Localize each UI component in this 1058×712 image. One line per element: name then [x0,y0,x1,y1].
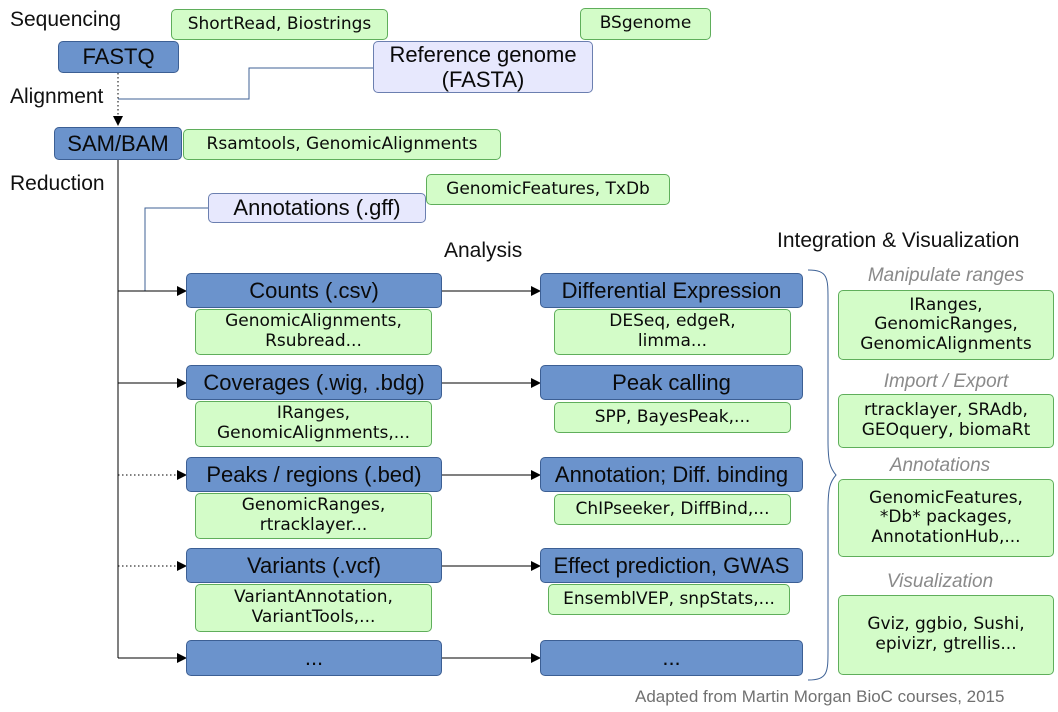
integration-brace [807,269,837,681]
reference-genome-node: Reference genome (FASTA) [373,41,593,93]
analysis-packages-differential-expression: DESeq, edgeR, limma... [554,309,791,355]
integration-packages-import-export: rtracklayer, SRAdb, GEOquery, biomaRt [838,394,1054,448]
reference-connector [118,67,374,100]
sambam-node: SAM/BAM [54,127,182,160]
stage-label-integration: Integration & Visualization [777,229,1020,252]
stage-label-sequencing: Sequencing [10,8,121,31]
credit-text: Adapted from Martin Morgan BioC courses,… [635,687,1005,706]
analysis-packages-annotation-diff-binding: ChIPseeker, DiffBind,... [554,494,791,525]
reduction-node-peaks: Peaks / regions (.bed) [186,457,442,492]
reduction-packages-peaks: GenomicRanges, rtracklayer... [195,493,432,539]
analysis-node-differential-expression: Differential Expression [540,273,803,308]
reduction-node-counts: Counts (.csv) [186,273,442,308]
analysis-node-more: ... [540,640,803,676]
annotations-connector [144,207,208,291]
stage-label-analysis: Analysis [444,239,523,262]
reduction-node-coverages: Coverages (.wig, .bdg) [186,365,442,400]
bsgenome-packages: BSgenome [580,8,711,40]
genomicfeatures-packages: GenomicFeatures, TxDb [426,174,670,205]
reduction-packages-coverages: IRanges, GenomicAlignments,... [195,401,432,447]
category-label-manipulate-ranges: Manipulate ranges [867,265,1025,286]
stage-label-alignment: Alignment [10,85,104,108]
reduction-node-more: ... [186,640,442,676]
analysis-packages-effect-prediction: EnsemblVEP, snpStats,... [548,584,790,615]
stage-label-reduction: Reduction [10,172,105,195]
category-label-import-export: Import / Export [883,371,1009,392]
reduction-packages-counts: GenomicAlignments, Rsubread... [195,309,432,355]
shortread-packages: ShortRead, Biostrings [171,9,388,40]
analysis-node-annotation-diff-binding: Annotation; Diff. binding [540,457,803,492]
analysis-node-peak-calling: Peak calling [540,365,803,400]
fastq-node: FASTQ [58,41,179,73]
rsamtools-packages: Rsamtools, GenomicAlignments [183,129,501,160]
category-label-annotations: Annotations [889,455,991,476]
analysis-packages-peak-calling: SPP, BayesPeak,... [554,402,791,433]
integration-packages-manipulate-ranges: IRanges, GenomicRanges, GenomicAlignment… [838,290,1054,360]
category-label-visualization: Visualization [886,571,994,592]
annotations-gff-node: Annotations (.gff) [208,193,426,223]
integration-packages-visualization: Gviz, ggbio, Sushi, epivizr, gtrellis... [838,595,1054,675]
integration-packages-annotations: GenomicFeatures, *Db* packages, Annotati… [838,479,1054,557]
reduction-node-variants: Variants (.vcf) [186,548,442,583]
reduction-packages-variants: VariantAnnotation, VariantTools,... [195,584,432,632]
analysis-node-effect-prediction: Effect prediction, GWAS [540,548,803,583]
